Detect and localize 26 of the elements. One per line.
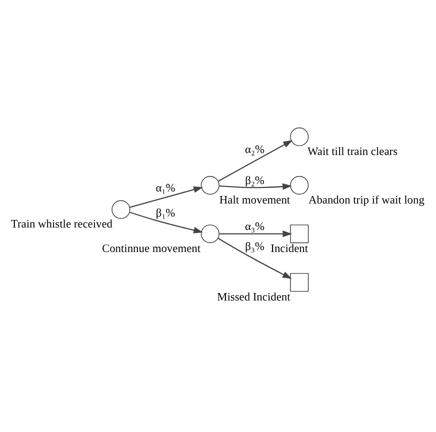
node-label: Missed Incident [217, 291, 290, 304]
node-label: Abandon trip if wait long [308, 194, 424, 206]
node-circle [112, 200, 130, 219]
edge-label: β₂% [245, 174, 264, 187]
node-label: Wait till train clears [308, 146, 398, 158]
edge-label: β₃% [245, 241, 264, 254]
node-box [290, 224, 309, 244]
node-label: Incident [270, 242, 308, 255]
node-circle [200, 176, 220, 195]
edge-label: α₃% [245, 221, 264, 234]
edge-label: α₁% [156, 182, 176, 195]
arrow [218, 238, 292, 279]
arrow [219, 183, 292, 190]
node-label: Continnue movement [102, 242, 201, 255]
arrow [130, 186, 204, 208]
edge-label: β₁% [156, 208, 176, 220]
edge-label: α₂% [245, 144, 264, 156]
arrow [130, 212, 204, 234]
node-circle [290, 176, 309, 195]
node-circle [200, 224, 220, 244]
node-box [290, 273, 309, 292]
node-circle [290, 128, 309, 146]
node-label: Train whistle received [10, 218, 112, 231]
arrow [218, 140, 293, 182]
arrow [219, 230, 292, 238]
node-label: Halt movement [219, 194, 290, 206]
